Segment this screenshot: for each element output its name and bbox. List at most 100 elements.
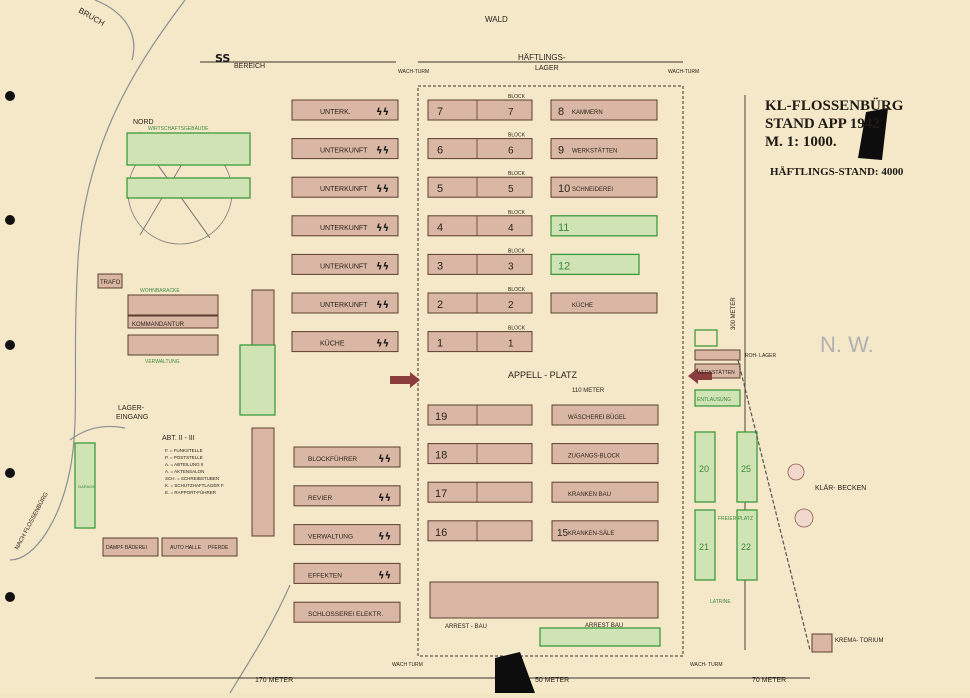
block-number: 5 bbox=[437, 183, 443, 195]
redaction-mark-title bbox=[858, 108, 888, 160]
lager-label: LAGER bbox=[535, 65, 559, 72]
prisoner-block-right bbox=[550, 292, 658, 314]
block-number-lower: 18 bbox=[435, 450, 447, 462]
block-number: 2 bbox=[437, 299, 443, 311]
block-word: BLOCK bbox=[508, 326, 526, 332]
road-bottom bbox=[229, 584, 291, 694]
arrest-building-right bbox=[539, 627, 661, 647]
block-word: BLOCK bbox=[508, 210, 526, 216]
ss-lower-block bbox=[293, 524, 401, 546]
ss-bereich-label: BEREICH bbox=[234, 63, 265, 70]
wachturm-bottom-left: WACH TURM bbox=[392, 662, 423, 668]
latrine-label: LATRINE bbox=[710, 599, 731, 605]
bottom-70-label: 70 METER bbox=[752, 677, 786, 684]
ss-rune: ϟϟ bbox=[376, 223, 389, 234]
lager-eingang-2: EINGANG bbox=[116, 414, 148, 421]
block-number-circled: 1 bbox=[508, 339, 514, 350]
prisoner-block-right bbox=[550, 253, 640, 276]
ss-rune: ϟϟ bbox=[376, 146, 389, 157]
pferde-label: PFERDE bbox=[208, 545, 229, 551]
lager-eingang-1: LAGER- bbox=[118, 405, 145, 412]
block-number-circled: 5 bbox=[508, 184, 514, 195]
ss-rune: ϟϟ bbox=[376, 339, 389, 350]
ss-lower-rune: ϟϟ bbox=[378, 532, 391, 543]
block-number-circled: 7 bbox=[508, 107, 514, 118]
garage-label: GARAGE bbox=[78, 484, 95, 489]
roh-label: ROH- LAGER bbox=[745, 353, 777, 359]
ss-block-label: UNTERKUNFT bbox=[320, 225, 368, 232]
block-number-right: 10 bbox=[558, 183, 570, 195]
ss-block-label: UNTERKUNFT bbox=[320, 186, 368, 193]
block-number-right: 11 bbox=[558, 222, 569, 234]
block-word: BLOCK bbox=[508, 94, 526, 100]
economic-building-lower bbox=[126, 177, 251, 199]
height-label: 300 METER bbox=[731, 297, 737, 330]
arrest-right-label: ARREST BAU bbox=[585, 623, 623, 629]
title-line-1: KL-FLOSSENBÜRG bbox=[765, 97, 904, 114]
block-number-circled: 6 bbox=[508, 146, 514, 157]
prisoner-block-lower bbox=[427, 520, 533, 542]
block-label-lower-right: KRANKEN BAU bbox=[568, 492, 611, 498]
arrest-building-left bbox=[429, 581, 659, 619]
ss-rune: ϟϟ bbox=[376, 261, 389, 272]
block-label-right: WERKSTÄTTEN bbox=[572, 148, 617, 155]
wirtschaft-label: WIRTSCHAFTSGEBÄUDE bbox=[148, 125, 209, 132]
block-25 bbox=[736, 431, 758, 503]
prisoner-block bbox=[427, 331, 533, 353]
ss-block bbox=[291, 292, 399, 314]
ss-block bbox=[291, 215, 399, 237]
wachturm-bottom-right: WACH- TURM bbox=[690, 662, 723, 668]
block-number: 6 bbox=[437, 145, 443, 157]
nord-label: NORD bbox=[133, 119, 154, 126]
block-label-lower-right: ZUGANGS-BLOCK bbox=[568, 454, 620, 460]
prisoner-block-lower-right bbox=[551, 481, 659, 503]
ss-lower-rune: ϟϟ bbox=[378, 454, 391, 465]
ss-block-label: UNTERKUNFT bbox=[320, 263, 368, 270]
prisoner-block bbox=[427, 215, 533, 237]
block-number-lower: 16 bbox=[435, 527, 447, 539]
ss-block bbox=[291, 176, 399, 198]
verwaltung-label: VERWALTUNG bbox=[145, 359, 180, 365]
block-number-circled: 4 bbox=[508, 223, 514, 234]
binder-hole bbox=[5, 215, 15, 225]
ss-block bbox=[291, 253, 399, 275]
ss-block bbox=[291, 331, 399, 353]
road-entry bbox=[69, 425, 126, 441]
legend-entry: A. = ABTEILUNG II bbox=[165, 462, 203, 467]
block-22 bbox=[736, 509, 758, 581]
wald-label: WALD bbox=[485, 15, 508, 24]
block-word: BLOCK bbox=[508, 248, 526, 254]
prisoner-block-right bbox=[550, 138, 658, 160]
binder-hole bbox=[5, 91, 15, 101]
block-number-circled: 3 bbox=[508, 261, 514, 272]
block-number: 7 bbox=[437, 106, 443, 118]
prisoner-block-lower bbox=[427, 404, 533, 426]
werkstaetten-label: WERKSTÄTTEN bbox=[697, 369, 735, 376]
ss-lower-block-label: SCHLOSSEREI ELEKTR. bbox=[308, 611, 383, 618]
prisoner-block bbox=[427, 253, 533, 275]
prisoner-block-right bbox=[550, 176, 658, 198]
ss-lower-rune: ϟϟ bbox=[378, 493, 391, 504]
block-number-lower-right: 15 bbox=[557, 528, 569, 539]
small-building-right bbox=[694, 329, 718, 347]
block-number-circled: 2 bbox=[508, 300, 514, 311]
block-number-lower: 17 bbox=[435, 488, 447, 500]
kommandantur-label: KOMMANDANTUR bbox=[132, 322, 185, 328]
klaer-label: KLÄR- BECKEN bbox=[815, 484, 866, 492]
haeftlings-label: HÄFTLINGS- bbox=[518, 53, 566, 62]
rail-track bbox=[737, 359, 811, 651]
entlausung-label: ENTLAUSUNG bbox=[697, 397, 731, 403]
ss-bereich-rune: SS bbox=[215, 52, 230, 65]
block-word: BLOCK bbox=[508, 171, 526, 177]
prisoner-block-right bbox=[550, 215, 658, 237]
abt-label: ABT. II - III bbox=[162, 435, 195, 442]
prisoner-block-right bbox=[550, 99, 658, 121]
block-label-right: KÜCHE bbox=[572, 302, 593, 309]
wohnbaracke-label: WOHNBARACKE bbox=[140, 288, 180, 294]
